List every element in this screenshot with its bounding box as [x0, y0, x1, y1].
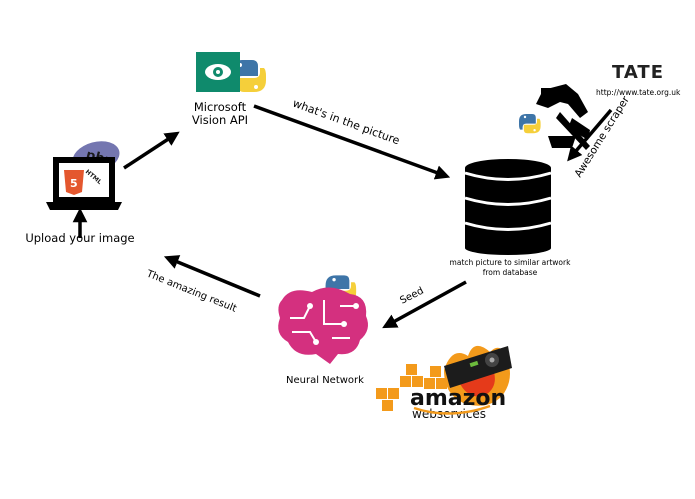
edge-label-seed: Seed [398, 286, 425, 307]
scraper-python-icon [519, 114, 541, 134]
vision-eye-icon [196, 52, 240, 92]
vision-label-line1: Microsoft [194, 100, 247, 114]
database-icon [464, 159, 552, 255]
vision-label-line2: Vision API [192, 113, 248, 127]
arrow-database-to-neural [382, 280, 467, 329]
arrow-vision-to-database [253, 104, 451, 180]
arrow-neural-to-upload [163, 255, 261, 298]
tate-logo: TATE [612, 62, 664, 83]
scraper-laptop-icon [548, 136, 576, 148]
laptop-icon [46, 157, 122, 210]
database-node: match picture to similar artwork from da… [450, 159, 572, 277]
arrow-tate-to-database [567, 108, 613, 162]
aws-boxes-icon [376, 364, 447, 411]
aws-smile [413, 404, 491, 415]
neural-network-label: Neural Network [286, 375, 364, 386]
arrow-upload-to-vision [123, 131, 180, 170]
vision-node: Microsoft Vision API [192, 52, 266, 127]
brain-icon [278, 287, 368, 364]
scraper-figure-icon [536, 84, 590, 150]
upload-label: Upload your image [25, 231, 134, 245]
aws-node: amazon webservices [376, 345, 512, 421]
database-label-line2: from database [483, 268, 538, 277]
database-label-line1: match picture to similar artwork [450, 258, 572, 267]
neural-network-node: Neural Network [278, 275, 368, 386]
html5-digit: 5 [70, 177, 78, 190]
tate-node: TATE http://www.tate.org.uk [519, 62, 681, 150]
tate-url: http://www.tate.org.uk [596, 88, 681, 97]
upload-node: php 5 HTML Upload your image [25, 141, 135, 245]
gpu-card-icon [444, 346, 512, 388]
edge-label-amazing-result: The amazing result [144, 268, 238, 315]
